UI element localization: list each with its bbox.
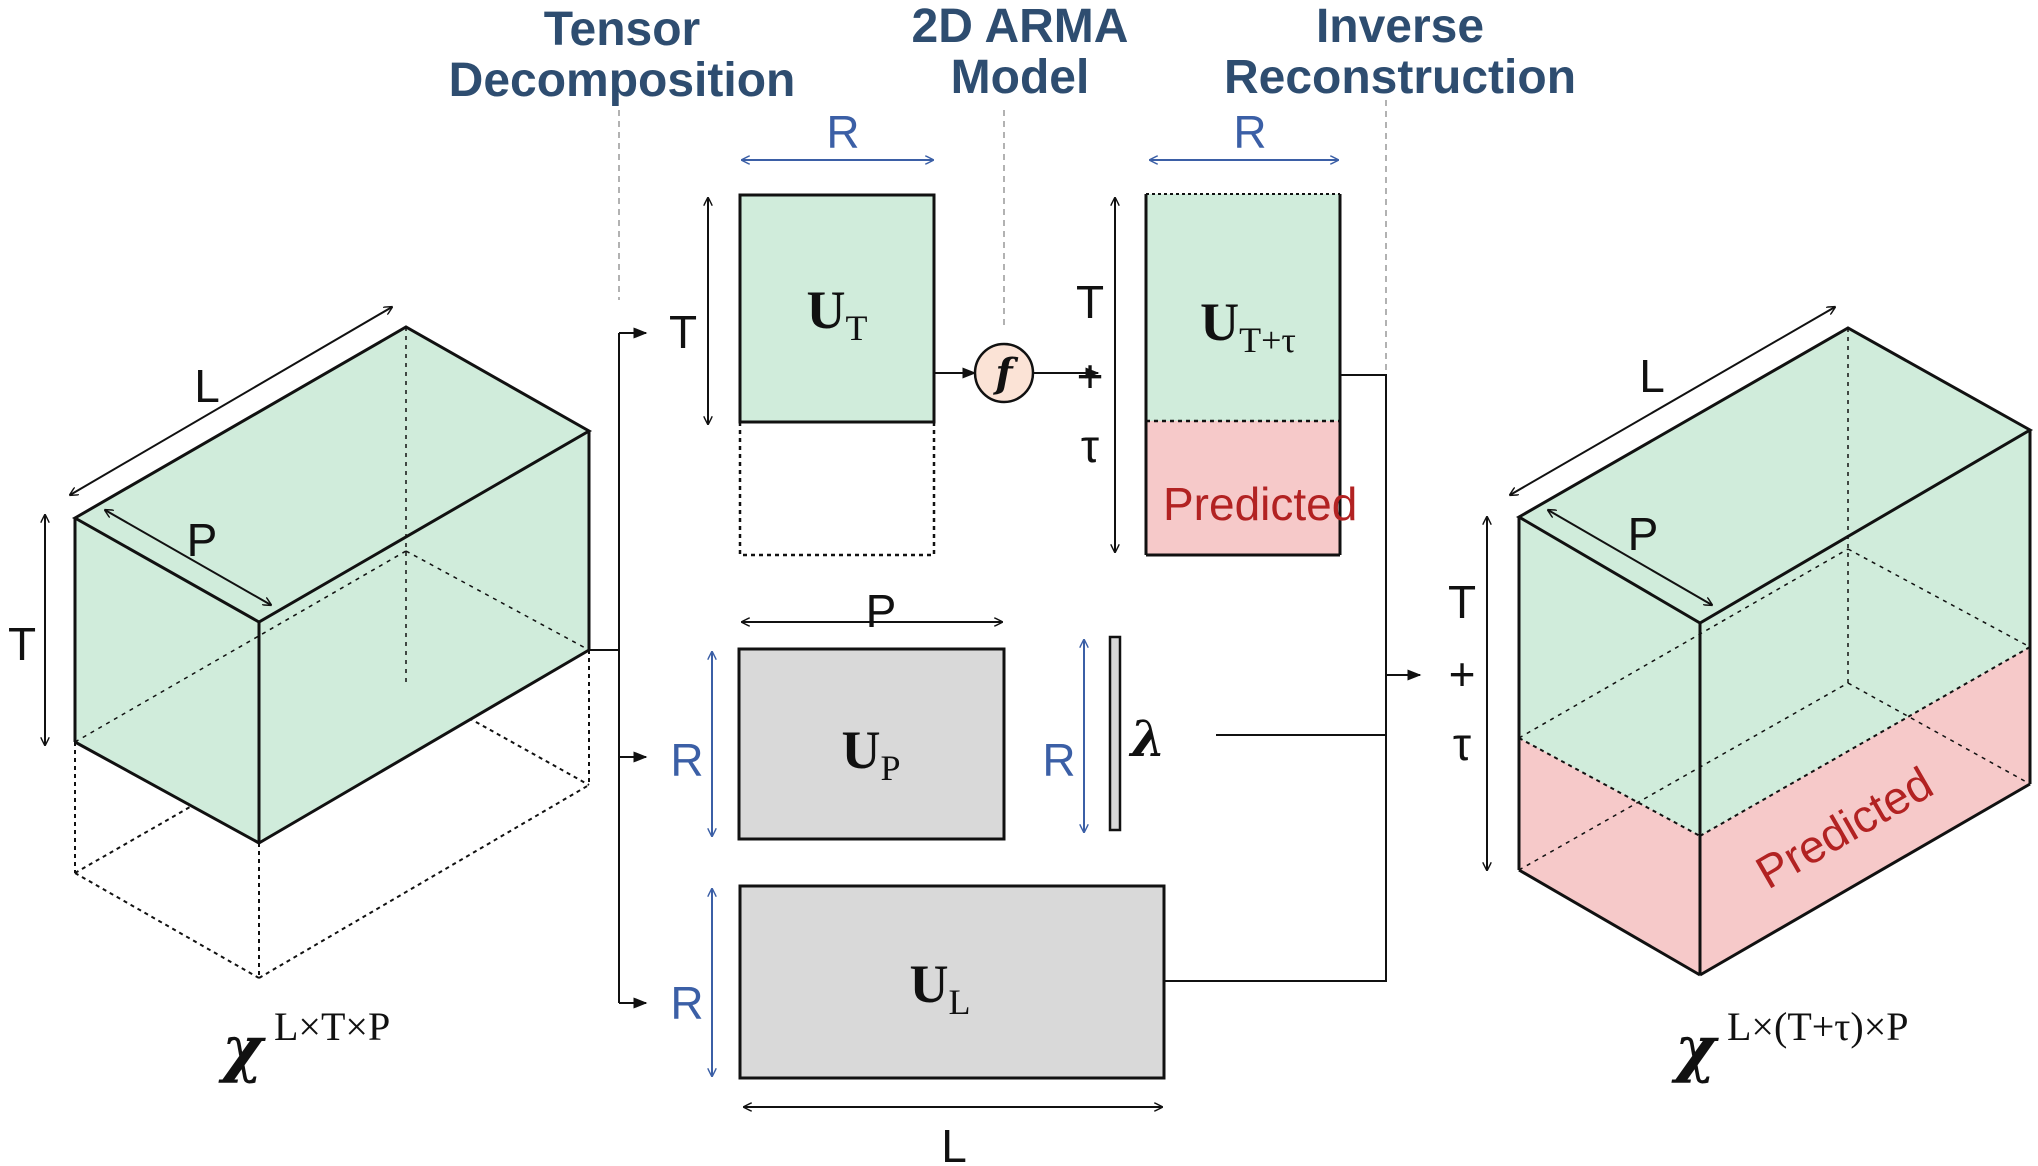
ut-tau-dim-label-t: T: [1076, 276, 1104, 328]
input-dim-arrow-p: [105, 510, 271, 605]
matrix-up: UP: [737, 647, 1006, 841]
output-tensor-label: 𝝌 L×(T+τ)×P: [1671, 1004, 1909, 1085]
input-tensor-label: 𝝌 L×T×P: [218, 1004, 390, 1085]
matrix-ul: UL: [738, 884, 1166, 1080]
ut-tau-dim-label-tau: τ: [1081, 420, 1099, 472]
input-dim-label-t: T: [8, 618, 36, 670]
lambda-label: λ: [1128, 709, 1165, 768]
lambda-dim-label-r: R: [1042, 734, 1075, 786]
output-dim-arrow-p: [1548, 510, 1712, 605]
ul-dim-label-r: R: [670, 977, 703, 1029]
input-dim-label-l: L: [194, 360, 220, 412]
output-dim-label-l: L: [1639, 350, 1665, 402]
matrix-ut: UT: [738, 193, 936, 557]
stage-title-arma: 2D ARMA Model: [912, 0, 1129, 104]
output-dim-label-p: P: [1628, 508, 1659, 560]
ul-dim-label-l: L: [941, 1120, 967, 1166]
output-dim-label-t: T: [1448, 576, 1476, 628]
stage-title-reconstruction: Inverse Reconstruction: [1224, 0, 1576, 104]
output-dim-label-tau: τ: [1453, 718, 1471, 770]
matrix-ul-label: UL: [910, 954, 971, 1022]
output-dim-arrow-l: [1510, 307, 1835, 495]
output-tensor-superscript: L×(T+τ)×P: [1727, 1004, 1909, 1049]
ut-dim-label-r: R: [826, 106, 859, 158]
input-dim-arrow-l: [70, 307, 392, 495]
ut-tau-dim-label-r: R: [1233, 106, 1266, 158]
input-tensor-cuboid: [71, 325, 593, 979]
stage-title-arma-line1: 2D ARMA: [912, 0, 1129, 53]
input-dim-label-p: P: [187, 514, 218, 566]
lambda-vector: λ: [1108, 635, 1166, 832]
stage-title-decomposition: Tensor Decomposition: [449, 3, 796, 107]
up-dim-label-p: P: [866, 585, 897, 637]
stage-title-reconstruction-line2: Reconstruction: [1224, 51, 1576, 104]
matrix-ut-tau-predicted-label: Predicted: [1163, 478, 1357, 530]
stage-title-reconstruction-line1: Inverse: [1316, 0, 1484, 53]
matrix-ut-tau-label: UT+τ: [1200, 292, 1296, 360]
matrix-ut-label: UT: [807, 280, 868, 348]
ut-tau-dim-label-plus: +: [1077, 350, 1104, 402]
output-dim-label-plus: +: [1449, 648, 1476, 700]
stage-title-arma-line2: Model: [951, 51, 1090, 104]
output-tensor-symbol: 𝝌: [1671, 1012, 1719, 1085]
stage-title-decomposition-line2: Decomposition: [449, 54, 796, 107]
decomposition-connector: [589, 327, 648, 1009]
matrix-up-label: UP: [841, 720, 900, 788]
stage-title-decomposition-line1: Tensor: [544, 3, 700, 56]
input-tensor-superscript: L×T×P: [274, 1004, 390, 1049]
reconstruction-connector: [1164, 374, 1422, 982]
input-tensor-symbol: 𝝌: [218, 1012, 266, 1085]
matrix-ut-tau: UT+τ Predicted: [1144, 193, 1357, 557]
ut-dim-label-t: T: [669, 306, 697, 358]
up-dim-label-r: R: [670, 734, 703, 786]
output-tensor-cuboid: Predicted: [1516, 326, 2034, 977]
arma-function-node: f: [973, 342, 1035, 404]
